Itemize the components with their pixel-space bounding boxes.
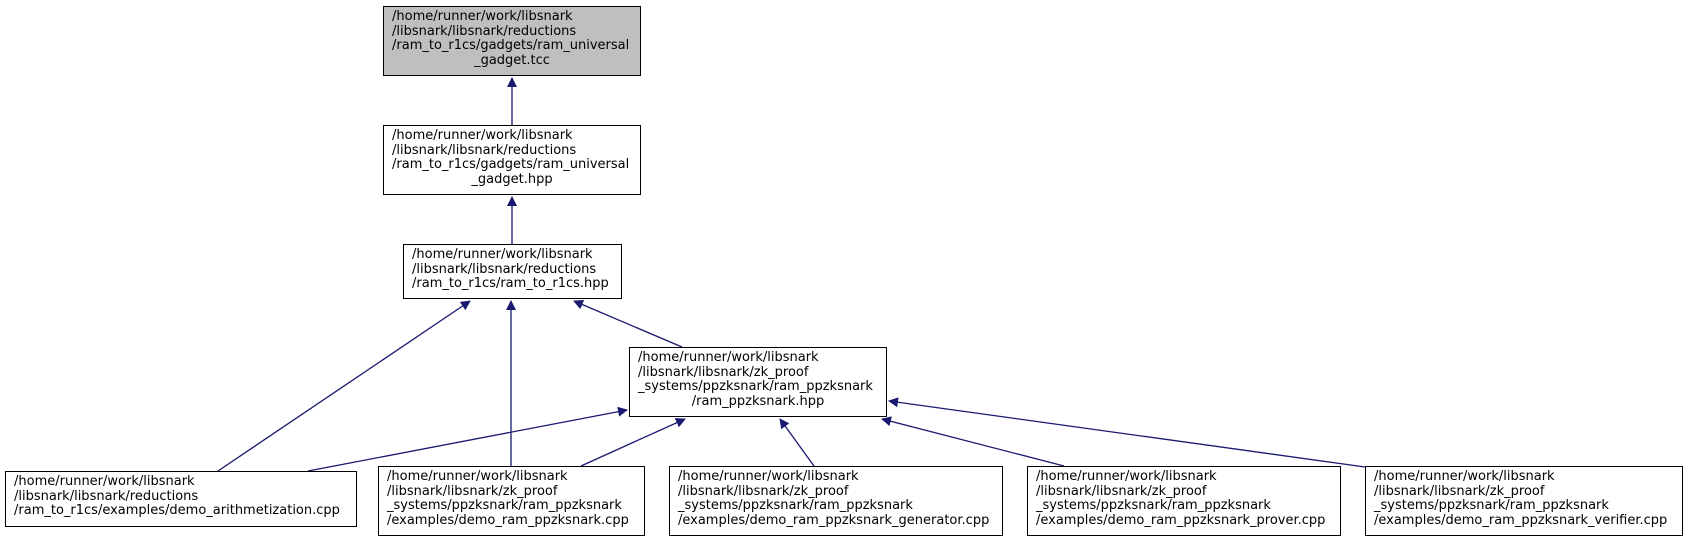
node-line: /examples/demo_ram_ppzksnark.cpp <box>387 512 629 528</box>
node-line: /home/runner/work/libsnark <box>1036 469 1217 484</box>
node-demo-ram-ppzksnark-cpp[interactable]: /home/runner/work/libsnark /libsnark/lib… <box>378 466 645 536</box>
node-ram-ppzksnark-hpp[interactable]: /home/runner/work/libsnark /libsnark/lib… <box>629 347 887 417</box>
node-ram-to-r1cs-hpp[interactable]: /home/runner/work/libsnark /libsnark/lib… <box>403 244 622 299</box>
node-line: /home/runner/work/libsnark <box>392 128 573 143</box>
node-line: /libsnark/libsnark/zk_proof <box>678 483 849 499</box>
node-line: /ram_to_r1cs/ram_to_r1cs.hpp <box>412 276 609 291</box>
node-line: _systems/ppzksnark/ram_ppzksnark <box>638 379 873 394</box>
node-line: _systems/ppzksnark/ram_ppzksnark <box>387 498 622 513</box>
node-line: /ram_ppzksnark.hpp <box>691 393 825 409</box>
node-line: /examples/demo_ram_ppzksnark_prover.cpp <box>1036 512 1326 528</box>
edge-n6-to-n3 <box>779 418 815 467</box>
node-line: _systems/ppzksnark/ram_ppzksnark <box>678 498 913 513</box>
node-line: _gadget.hpp <box>471 171 553 187</box>
node-line: /home/runner/work/libsnark <box>638 350 819 365</box>
edge-n3-to-n2 <box>573 299 683 348</box>
node-line: /home/runner/work/libsnark <box>412 247 593 262</box>
node-line: /libsnark/libsnark/reductions <box>14 488 199 504</box>
edge-n4-to-n3 <box>307 406 628 472</box>
node-line: /home/runner/work/libsnark <box>14 474 195 489</box>
node-demo-ram-ppzksnark-verifier-cpp[interactable]: /home/runner/work/libsnark /libsnark/lib… <box>1365 466 1683 536</box>
node-line: _gadget.tcc <box>474 52 550 68</box>
node-line: /libsnark/libsnark/zk_proof <box>387 483 558 499</box>
edge-n8-to-n3 <box>888 397 1366 468</box>
node-line: /examples/demo_ram_ppzksnark_verifier.cp… <box>1374 512 1668 528</box>
edge-n5-to-n3 <box>580 418 686 467</box>
edge-n4-to-n2 <box>217 300 471 472</box>
edge-n7-to-n3 <box>881 416 1065 467</box>
node-line: /libsnark/libsnark/reductions <box>392 23 577 39</box>
node-line: /home/runner/work/libsnark <box>678 469 859 484</box>
node-demo-ram-ppzksnark-generator-cpp[interactable]: /home/runner/work/libsnark /libsnark/lib… <box>669 466 1003 536</box>
node-line: _systems/ppzksnark/ram_ppzksnark <box>1374 498 1609 513</box>
node-line: /ram_to_r1cs/examples/demo_arithmetizati… <box>14 503 340 518</box>
node-line: /libsnark/libsnark/reductions <box>392 142 577 158</box>
node-line: /ram_to_r1cs/gadgets/ram_universal <box>392 157 630 172</box>
node-line: /libsnark/libsnark/zk_proof <box>638 364 809 380</box>
node-line: /ram_to_r1cs/gadgets/ram_universal <box>392 38 630 53</box>
node-ram-universal-gadget-hpp[interactable]: /home/runner/work/libsnark /libsnark/lib… <box>383 125 641 195</box>
node-line: /home/runner/work/libsnark <box>392 9 573 24</box>
node-line: _systems/ppzksnark/ram_ppzksnark <box>1036 498 1271 513</box>
node-line: /libsnark/libsnark/zk_proof <box>1374 483 1545 499</box>
node-demo-arithmetization-cpp[interactable]: /home/runner/work/libsnark /libsnark/lib… <box>5 471 357 527</box>
node-line: /home/runner/work/libsnark <box>387 469 568 484</box>
node-line: /home/runner/work/libsnark <box>1374 469 1555 484</box>
node-line: /libsnark/libsnark/zk_proof <box>1036 483 1207 499</box>
node-ram-universal-gadget-tcc[interactable]: /home/runner/work/libsnark /libsnark/lib… <box>383 6 641 76</box>
node-demo-ram-ppzksnark-prover-cpp[interactable]: /home/runner/work/libsnark /libsnark/lib… <box>1027 466 1341 536</box>
node-line: /libsnark/libsnark/reductions <box>412 261 597 277</box>
node-line: /examples/demo_ram_ppzksnark_generator.c… <box>678 512 990 528</box>
